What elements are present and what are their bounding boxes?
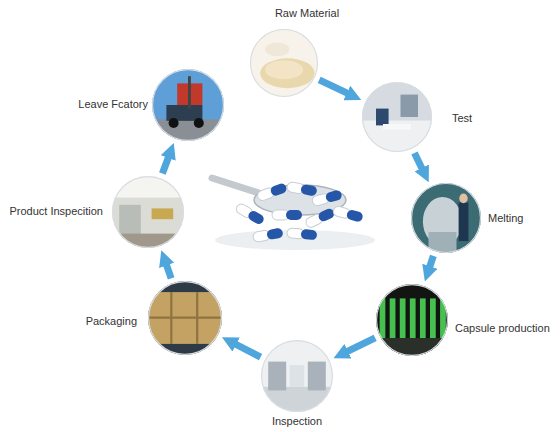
- photo-detail: [265, 60, 303, 79]
- photo-detail: [119, 205, 141, 237]
- photo-detail: [265, 43, 289, 57]
- flow-arrow: [319, 80, 348, 94]
- photo-detail: [261, 387, 333, 412]
- circle-rim: [113, 177, 184, 248]
- step-label: Product Inspecition: [9, 205, 103, 218]
- photo-detail: [268, 362, 286, 391]
- photo: [148, 281, 222, 355]
- circle-rim: [412, 184, 481, 253]
- photo-detail: [410, 298, 416, 338]
- photo: [411, 183, 481, 253]
- process-step: Inspection: [261, 340, 333, 412]
- step-label: Melting: [488, 212, 523, 225]
- circle-rim: [251, 30, 318, 97]
- photo: [250, 29, 318, 97]
- circle-rim: [153, 70, 224, 141]
- process-step: Raw Material: [250, 29, 318, 97]
- photo-detail: [400, 298, 406, 338]
- photo-ground: [148, 281, 222, 355]
- flow-arrow: [429, 256, 433, 268]
- photo: [152, 69, 224, 141]
- photo-detail: [308, 362, 326, 391]
- capsule: [286, 181, 317, 196]
- flow-arrow: [414, 153, 422, 169]
- photo-circle: [148, 281, 222, 355]
- capsule: [256, 182, 288, 202]
- photo-detail: [390, 298, 396, 338]
- photo-ground: [112, 176, 184, 248]
- capsule: [311, 189, 343, 206]
- capsule: [235, 202, 266, 226]
- process-step: Melting: [411, 183, 481, 253]
- photo-circle: [362, 82, 432, 152]
- photo-ground: [152, 69, 224, 141]
- circle-rim: [363, 83, 432, 152]
- photo-circle: [152, 69, 224, 141]
- process-step: Capsule production: [376, 284, 448, 356]
- process-step: Test: [362, 82, 432, 152]
- capsule: [287, 228, 318, 241]
- process-step: Packaging: [148, 281, 222, 355]
- flow-arrow: [346, 338, 375, 352]
- photo: [376, 284, 448, 356]
- photo-ground: [411, 183, 481, 253]
- photo-ground: [376, 284, 448, 356]
- circle-rim: [149, 282, 222, 355]
- step-label: Leave Fcatory: [78, 98, 148, 111]
- photo-circle: [376, 284, 448, 356]
- flow-arrow: [235, 344, 261, 357]
- photo-detail: [459, 203, 469, 242]
- capsule: [252, 227, 283, 242]
- photo-detail: [376, 109, 389, 126]
- capsule: [332, 205, 364, 222]
- photo-detail: [383, 124, 411, 130]
- circle-rim: [262, 341, 333, 412]
- photo-detail: [152, 208, 174, 219]
- photo-circle: [112, 176, 184, 248]
- capsule: [304, 207, 335, 229]
- circle-rim: [377, 285, 448, 356]
- photo-detail: [260, 58, 314, 88]
- photo-ground: [261, 340, 333, 412]
- photo-detail: [169, 118, 179, 128]
- photo-ground: [250, 29, 318, 97]
- photo: [112, 176, 184, 248]
- photo-detail: [401, 95, 419, 117]
- step-label: Capsule production: [455, 322, 550, 335]
- process-step: Product Inspecition: [112, 176, 184, 248]
- photo-circle: [250, 29, 318, 97]
- photo-detail: [196, 292, 198, 344]
- photo-detail: [148, 317, 222, 319]
- photo-detail: [362, 121, 432, 153]
- flow-arrow: [162, 157, 168, 174]
- capsule: [272, 210, 302, 220]
- photo-detail: [188, 76, 191, 108]
- step-label: Packaging: [86, 315, 137, 328]
- photo-detail: [112, 234, 184, 248]
- step-label: Raw Material: [275, 7, 339, 20]
- photo-detail: [430, 298, 436, 338]
- photo: [362, 82, 432, 152]
- step-label: Test: [452, 112, 472, 125]
- process-step: Leave Fcatory: [152, 69, 224, 141]
- photo-detail: [290, 365, 304, 387]
- photo: [261, 340, 333, 412]
- photo-detail: [170, 292, 172, 344]
- photo-circle: [411, 183, 481, 253]
- photo-detail: [376, 338, 448, 356]
- photo-detail: [148, 292, 222, 344]
- photo-detail: [194, 118, 204, 128]
- photo-ground: [362, 82, 432, 152]
- photo-detail: [420, 298, 426, 338]
- photo-circle: [261, 340, 333, 412]
- spoon-handle: [212, 178, 262, 194]
- step-label: Inspection: [272, 415, 322, 428]
- photo-detail: [459, 194, 467, 204]
- flow-arrow: [166, 264, 171, 278]
